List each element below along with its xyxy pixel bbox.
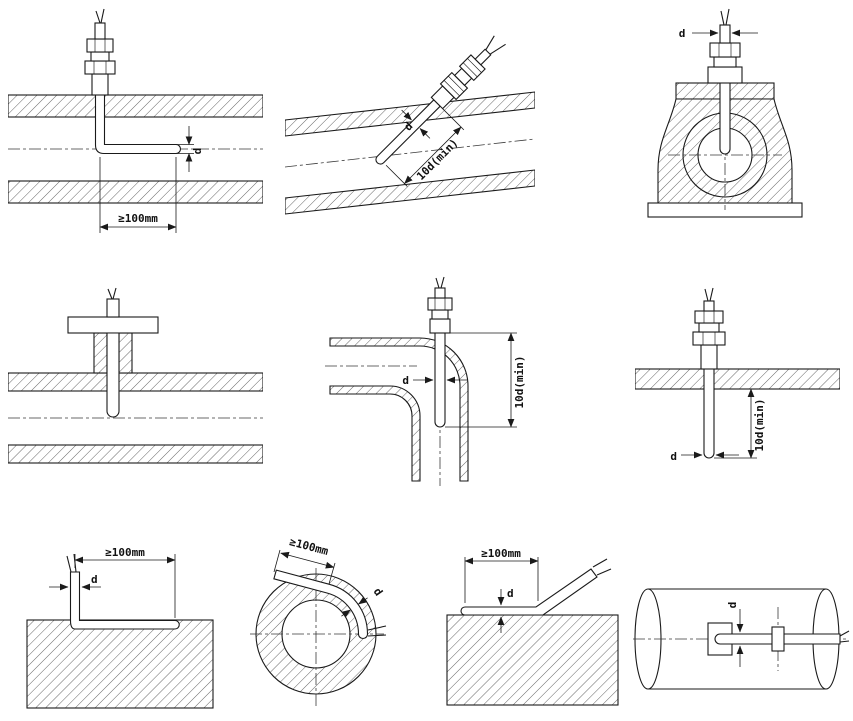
min-immersion-label: 10d(min)	[513, 356, 526, 409]
lead-wire	[725, 8, 730, 26]
panel-surface-inclined-probe: ≥100mm d	[446, 547, 619, 706]
lead-wire	[112, 287, 117, 300]
dimension-immersion: 10d(min)	[445, 332, 526, 428]
weld-boss	[67, 316, 159, 374]
thermocouple-probe	[106, 287, 120, 418]
clamp	[771, 626, 785, 652]
diameter-label: d	[371, 586, 385, 599]
thermocouple-probe	[66, 553, 180, 630]
lead-wire	[720, 10, 725, 26]
thermocouple-probe	[375, 35, 506, 187]
thermocouple-probe	[273, 569, 387, 640]
diameter-label: d	[679, 27, 686, 40]
lead-wire	[839, 630, 850, 637]
lead-wire	[440, 276, 445, 289]
dimension-min-length: ≥100mm	[464, 547, 539, 603]
pipe-cross-section	[668, 100, 782, 210]
panel-axial-probe-small-pipe: d	[633, 588, 850, 690]
lead-wire	[839, 640, 850, 643]
thermocouple-probe	[427, 276, 453, 428]
min-immersion-label: 10d(min)	[753, 399, 766, 452]
min-length-label: ≥100mm	[105, 546, 145, 559]
panel-surface-bent-probe: d ≥100mm	[26, 546, 214, 709]
thermocouple-probe	[692, 287, 726, 459]
thermocouple-probe	[460, 558, 612, 616]
lead-wire	[95, 10, 101, 24]
wall-section	[635, 368, 840, 390]
panel-wall-mounted-probe: 10d(min) d	[635, 287, 840, 463]
lead-wire	[107, 288, 113, 300]
panel-inclined-probe: 10d(min) d	[285, 35, 535, 215]
diameter-label: d	[507, 587, 514, 600]
diameter-label: d	[726, 602, 739, 609]
wall-section	[446, 614, 619, 706]
panel-flanged-boss-mount	[8, 287, 263, 464]
min-immersion-label: 10d(min)	[414, 136, 461, 183]
dimension-d: d	[726, 602, 744, 667]
lead-wire	[489, 43, 506, 55]
panel-pipe-cross-section-mount: d	[647, 8, 803, 218]
dimension-d: d	[49, 573, 101, 591]
dimension-min-length: ≥100mm	[74, 546, 176, 618]
lead-wire	[435, 277, 440, 289]
thermocouple-probe	[707, 622, 850, 656]
panel-circumferential-probe: ≥100mm d	[250, 536, 387, 706]
panel-bent-probe-horizontal-pipe: d ≥100mm	[8, 8, 263, 233]
thermocouple-probe	[84, 8, 182, 155]
diameter-label: d	[402, 374, 409, 387]
min-length-label: ≥100mm	[288, 536, 330, 558]
lead-wire	[367, 634, 387, 637]
lead-wire	[66, 555, 72, 573]
lead-wire	[592, 558, 608, 568]
lead-wire	[100, 8, 105, 24]
min-length-label: ≥100mm	[118, 212, 158, 225]
dimension-immersion: 10d(min)	[714, 388, 766, 459]
elbow-section	[325, 337, 469, 486]
dimension-min-length: ≥100mm	[99, 157, 177, 233]
min-length-label: ≥100mm	[481, 547, 521, 560]
dimension-d: d	[679, 27, 758, 40]
diameter-label: d	[91, 573, 98, 586]
dimension-d: d	[402, 374, 467, 387]
diameter-label: d	[191, 148, 204, 155]
lead-wire	[709, 287, 714, 302]
lead-wire	[485, 35, 495, 51]
pipe-section	[8, 94, 263, 204]
pipe-section	[8, 372, 263, 464]
panel-elbow-probe: d 10d(min)	[325, 276, 526, 486]
thermocouple-probe	[707, 8, 743, 155]
dimension-lines	[385, 108, 465, 187]
diameter-label: d	[670, 450, 677, 463]
lead-wire	[704, 288, 709, 302]
dimension-d: d	[497, 587, 514, 633]
dimension-d: d	[176, 126, 204, 172]
wall-section	[26, 619, 214, 709]
lead-wire	[596, 568, 612, 576]
dimension-d: d	[670, 450, 739, 463]
pipe-section	[285, 91, 535, 215]
lead-wire	[367, 625, 387, 631]
